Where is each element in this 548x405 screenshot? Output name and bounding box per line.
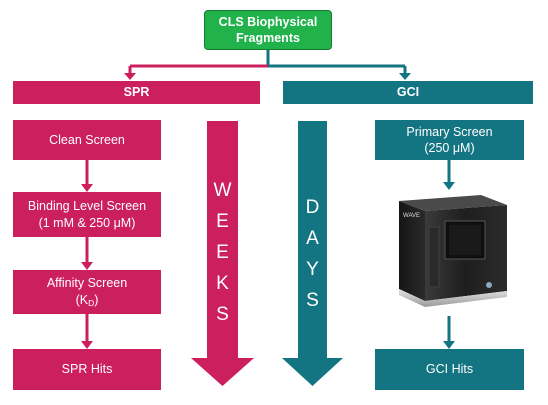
affinity-kd-label: (KD) bbox=[47, 292, 127, 309]
weeks-letters: W E E K S bbox=[207, 175, 238, 330]
affinity-screen-line1: Affinity Screen bbox=[46, 276, 128, 291]
primary-screen-box: Primary Screen (250 μM) bbox=[375, 120, 524, 160]
spr-header: SPR bbox=[13, 81, 260, 104]
clean-screen-label: Clean Screen bbox=[49, 132, 125, 147]
days-letter: D bbox=[305, 197, 320, 218]
binding-level-line2: (1 mM & 250 μM) bbox=[38, 215, 136, 230]
top-box-line1: CLS Biophysical bbox=[218, 14, 318, 29]
wave-instrument-image: WAVE bbox=[399, 195, 507, 307]
weeks-letter: W bbox=[213, 180, 232, 201]
binding-to-affinity-arrowhead bbox=[81, 262, 93, 270]
gci-header-label: GCI bbox=[396, 85, 420, 100]
clean-screen-box: Clean Screen bbox=[13, 120, 161, 160]
affinity-kd-sub: D bbox=[88, 297, 95, 308]
instrument-to-hits-arrowhead bbox=[443, 341, 455, 349]
weeks-letter: E bbox=[216, 242, 229, 263]
affinity-kd-close: ) bbox=[94, 292, 99, 307]
days-letters: D A Y S bbox=[298, 192, 327, 316]
days-letter: S bbox=[306, 290, 319, 311]
days-letter: Y bbox=[306, 259, 319, 280]
binding-level-screen-box: Binding Level Screen (1 mM & 250 μM) bbox=[13, 192, 161, 237]
primary-screen-line2: (250 μM) bbox=[424, 141, 475, 155]
affinity-kd-main: (K bbox=[75, 292, 89, 307]
weeks-big-arrow bbox=[191, 121, 254, 386]
affinity-screen-box: Affinity Screen (KD) bbox=[13, 270, 161, 314]
affinity-to-hits-arrowhead bbox=[81, 341, 93, 349]
spr-header-label: SPR bbox=[123, 85, 150, 100]
top-box-line2: Fragments bbox=[236, 31, 300, 45]
gci-drop-arrowhead bbox=[399, 73, 411, 80]
instrument-label: WAVE bbox=[403, 213, 420, 219]
gci-header: GCI bbox=[283, 81, 533, 104]
weeks-letter: E bbox=[216, 211, 229, 232]
primary-to-instrument-arrowhead bbox=[443, 182, 455, 190]
binding-level-line1: Binding Level Screen bbox=[27, 199, 147, 214]
weeks-letter: K bbox=[216, 273, 229, 294]
days-letter: A bbox=[306, 228, 319, 249]
spr-hits-box: SPR Hits bbox=[13, 349, 161, 390]
clean-to-binding-arrowhead bbox=[81, 184, 93, 192]
spr-drop-arrowhead bbox=[124, 73, 136, 80]
spr-hits-label: SPR Hits bbox=[61, 362, 113, 377]
primary-screen-line1: Primary Screen bbox=[406, 124, 493, 139]
gci-hits-box: GCI Hits bbox=[375, 349, 524, 390]
days-big-arrow bbox=[282, 121, 343, 386]
weeks-letter: S bbox=[216, 304, 229, 325]
gci-hits-label: GCI Hits bbox=[425, 362, 474, 377]
cls-biophysical-fragments-box: CLS Biophysical Fragments bbox=[204, 10, 332, 50]
